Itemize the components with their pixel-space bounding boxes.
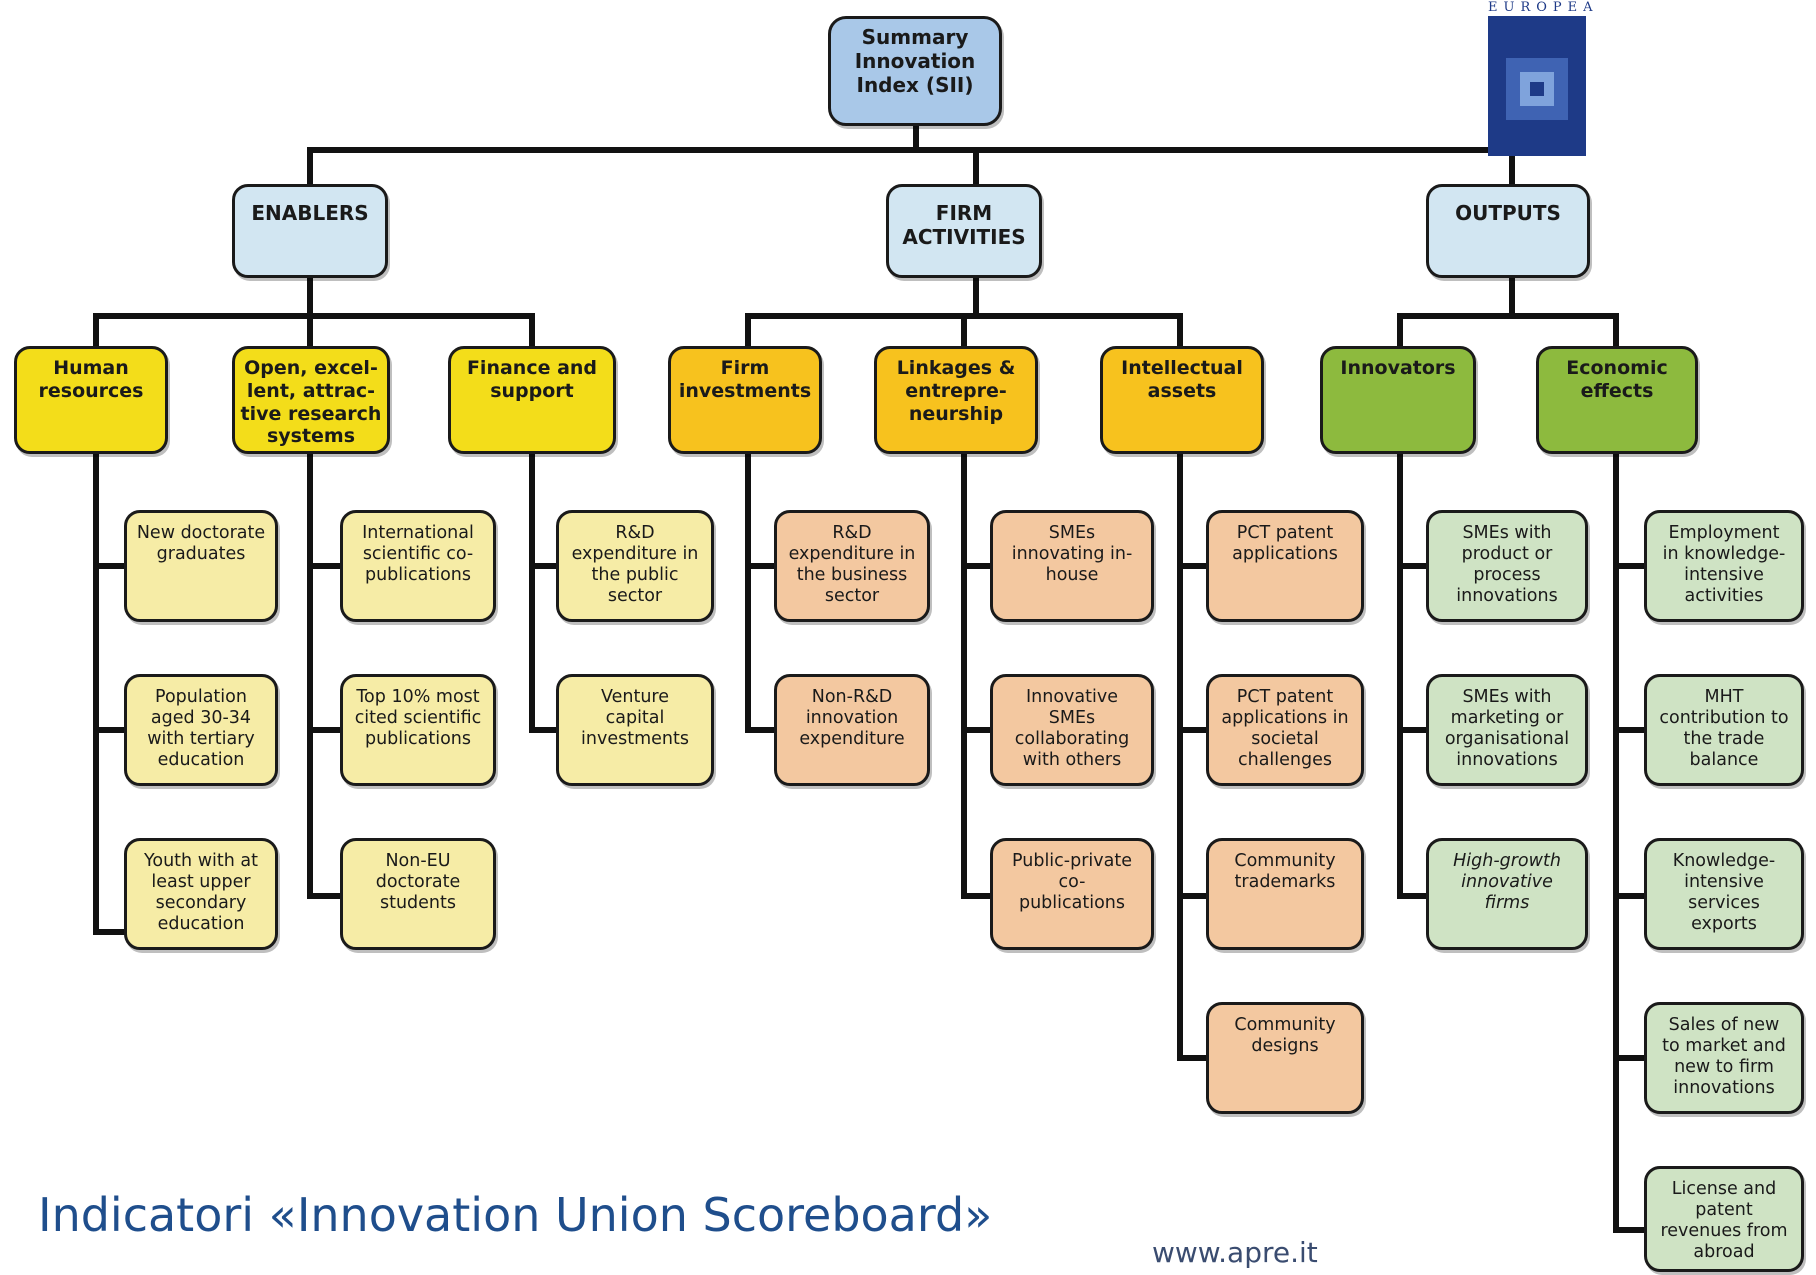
pillar-outputs-label: OUTPUTS	[1455, 201, 1561, 225]
indicator-label: PCT patent applications	[1232, 523, 1338, 564]
indicator-label: Community trademarks	[1234, 851, 1336, 892]
indicator-smes-collaborating: Innovative SMEs collaborating with other…	[990, 674, 1154, 786]
indicator-pct-societal-challenges: PCT patent applications in societal chal…	[1206, 674, 1364, 786]
logo-wordmark: EUROPEA	[1488, 0, 1599, 16]
indicator-tertiary-education: Population aged 30-34 with tertiary educ…	[124, 674, 278, 786]
indicator-label: Public-private co- publications	[1012, 851, 1132, 913]
dimension-linkages: Linkages & entrepre- neurship	[874, 346, 1038, 454]
indicator-international-co-publications: International scientific co- publication…	[340, 510, 496, 622]
indicator-community-trademarks: Community trademarks	[1206, 838, 1364, 950]
indicator-community-designs: Community designs	[1206, 1002, 1364, 1114]
indicator-new-doctorate-graduates: New doctorate graduates	[124, 510, 278, 622]
root-node-label: Summary Innovation Index (SII)	[854, 25, 976, 97]
dimension-label: Firm investments	[678, 357, 812, 402]
indicator-label: High-growth innovative firms	[1453, 851, 1561, 913]
indicator-high-growth-firms: High-growth innovative firms	[1426, 838, 1588, 950]
indicator-label: R&D expenditure in the public sector	[571, 523, 699, 606]
indicator-non-rd-innovation-expenditure: Non-R&D innovation expenditure	[774, 674, 930, 786]
indicator-label: Youth with at least upper secondary educ…	[144, 851, 258, 934]
pillar-firm-label: FIRM ACTIVITIES	[902, 201, 1026, 249]
dimension-label: Open, excel- lent, attrac- tive research…	[240, 357, 382, 448]
indicator-smes-innovating-in-house: SMEs innovating in- house	[990, 510, 1154, 622]
indicator-label: Venture capital investments	[581, 687, 689, 749]
indicator-pct-patent-applications: PCT patent applications	[1206, 510, 1364, 622]
indicator-label: Sales of new to market and new to firm i…	[1662, 1015, 1786, 1098]
indicator-business-rd-expenditure: R&D expenditure in the business sector	[774, 510, 930, 622]
indicator-public-rd-expenditure: R&D expenditure in the public sector	[556, 510, 714, 622]
indicator-venture-capital: Venture capital investments	[556, 674, 714, 786]
footer-url[interactable]: www.apre.it	[1152, 1236, 1318, 1269]
dimension-intellectual-assets: Intellectual assets	[1100, 346, 1264, 454]
indicator-upper-secondary-education: Youth with at least upper secondary educ…	[124, 838, 278, 950]
indicator-sales-new-innovations: Sales of new to market and new to firm i…	[1644, 1002, 1804, 1114]
indicator-label: New doctorate graduates	[136, 523, 266, 564]
dimension-label: Linkages & entrepre- neurship	[896, 357, 1016, 425]
indicator-label: Non-R&D innovation expenditure	[799, 687, 905, 749]
dimension-human-resources: Human resources	[14, 346, 168, 454]
dimension-firm-investments: Firm investments	[668, 346, 822, 454]
indicator-label: SMEs with marketing or organisational in…	[1444, 687, 1570, 770]
indicator-label: Non-EU doctorate students	[375, 851, 461, 913]
indicator-smes-marketing-organisational: SMEs with marketing or organisational in…	[1426, 674, 1588, 786]
indicator-smes-product-process: SMEs with product or process innovations	[1426, 510, 1588, 622]
dimension-label: Finance and support	[466, 357, 598, 402]
dimension-label: Human resources	[38, 357, 144, 402]
dimension-innovators: Innovators	[1320, 346, 1476, 454]
dimension-label: Economic effects	[1566, 357, 1668, 402]
indicator-employment-knowledge-intensive: Employment in knowledge- intensive activ…	[1644, 510, 1804, 622]
indicator-label: Employment in knowledge- intensive activ…	[1662, 523, 1786, 606]
pillar-outputs: OUTPUTS	[1426, 184, 1590, 278]
indicator-label: SMEs with product or process innovations	[1456, 523, 1558, 606]
pillar-enablers-label: ENABLERS	[251, 201, 369, 225]
indicator-label: License and patent revenues from abroad	[1660, 1179, 1788, 1262]
indicator-label: SMEs innovating in- house	[1011, 523, 1133, 585]
indicator-label: Innovative SMEs collaborating with other…	[1014, 687, 1130, 770]
indicator-label: Knowledge- intensive services exports	[1672, 851, 1776, 934]
indicator-license-patent-revenues: License and patent revenues from abroad	[1644, 1166, 1804, 1272]
indicator-label: Top 10% most cited scientific publicatio…	[354, 687, 482, 749]
indicator-label: International scientific co- publication…	[362, 523, 474, 585]
logo-square-icon	[1488, 0, 1586, 156]
indicator-label: MHT contribution to the trade balance	[1659, 687, 1789, 770]
page-number: 20	[1620, 1245, 1645, 1270]
apre-logo	[1488, 0, 1586, 156]
indicator-label: PCT patent applications in societal chal…	[1221, 687, 1349, 770]
indicator-label: R&D expenditure in the business sector	[788, 523, 916, 606]
indicator-knowledge-services-exports: Knowledge- intensive services exports	[1644, 838, 1804, 950]
indicator-top-cited-publications: Top 10% most cited scientific publicatio…	[340, 674, 496, 786]
dimension-finance-support: Finance and support	[448, 346, 616, 454]
indicator-non-eu-doctorate-students: Non-EU doctorate students	[340, 838, 496, 950]
indicator-label: Population aged 30-34 with tertiary educ…	[147, 687, 255, 770]
dimension-open-research-systems: Open, excel- lent, attrac- tive research…	[232, 346, 390, 454]
dimension-label: Innovators	[1340, 357, 1456, 379]
dimension-label: Intellectual assets	[1121, 357, 1243, 402]
indicator-mht-contribution: MHT contribution to the trade balance	[1644, 674, 1804, 786]
dimension-economic-effects: Economic effects	[1536, 346, 1698, 454]
indicator-label: Community designs	[1234, 1015, 1336, 1056]
pillar-enablers: ENABLERS	[232, 184, 388, 278]
slide-title: Indicatori «Innovation Union Scoreboard»	[38, 1188, 993, 1242]
root-node-sii: Summary Innovation Index (SII)	[828, 16, 1002, 126]
pillar-firm-activities: FIRM ACTIVITIES	[886, 184, 1042, 278]
indicator-public-private-copublications: Public-private co- publications	[990, 838, 1154, 950]
